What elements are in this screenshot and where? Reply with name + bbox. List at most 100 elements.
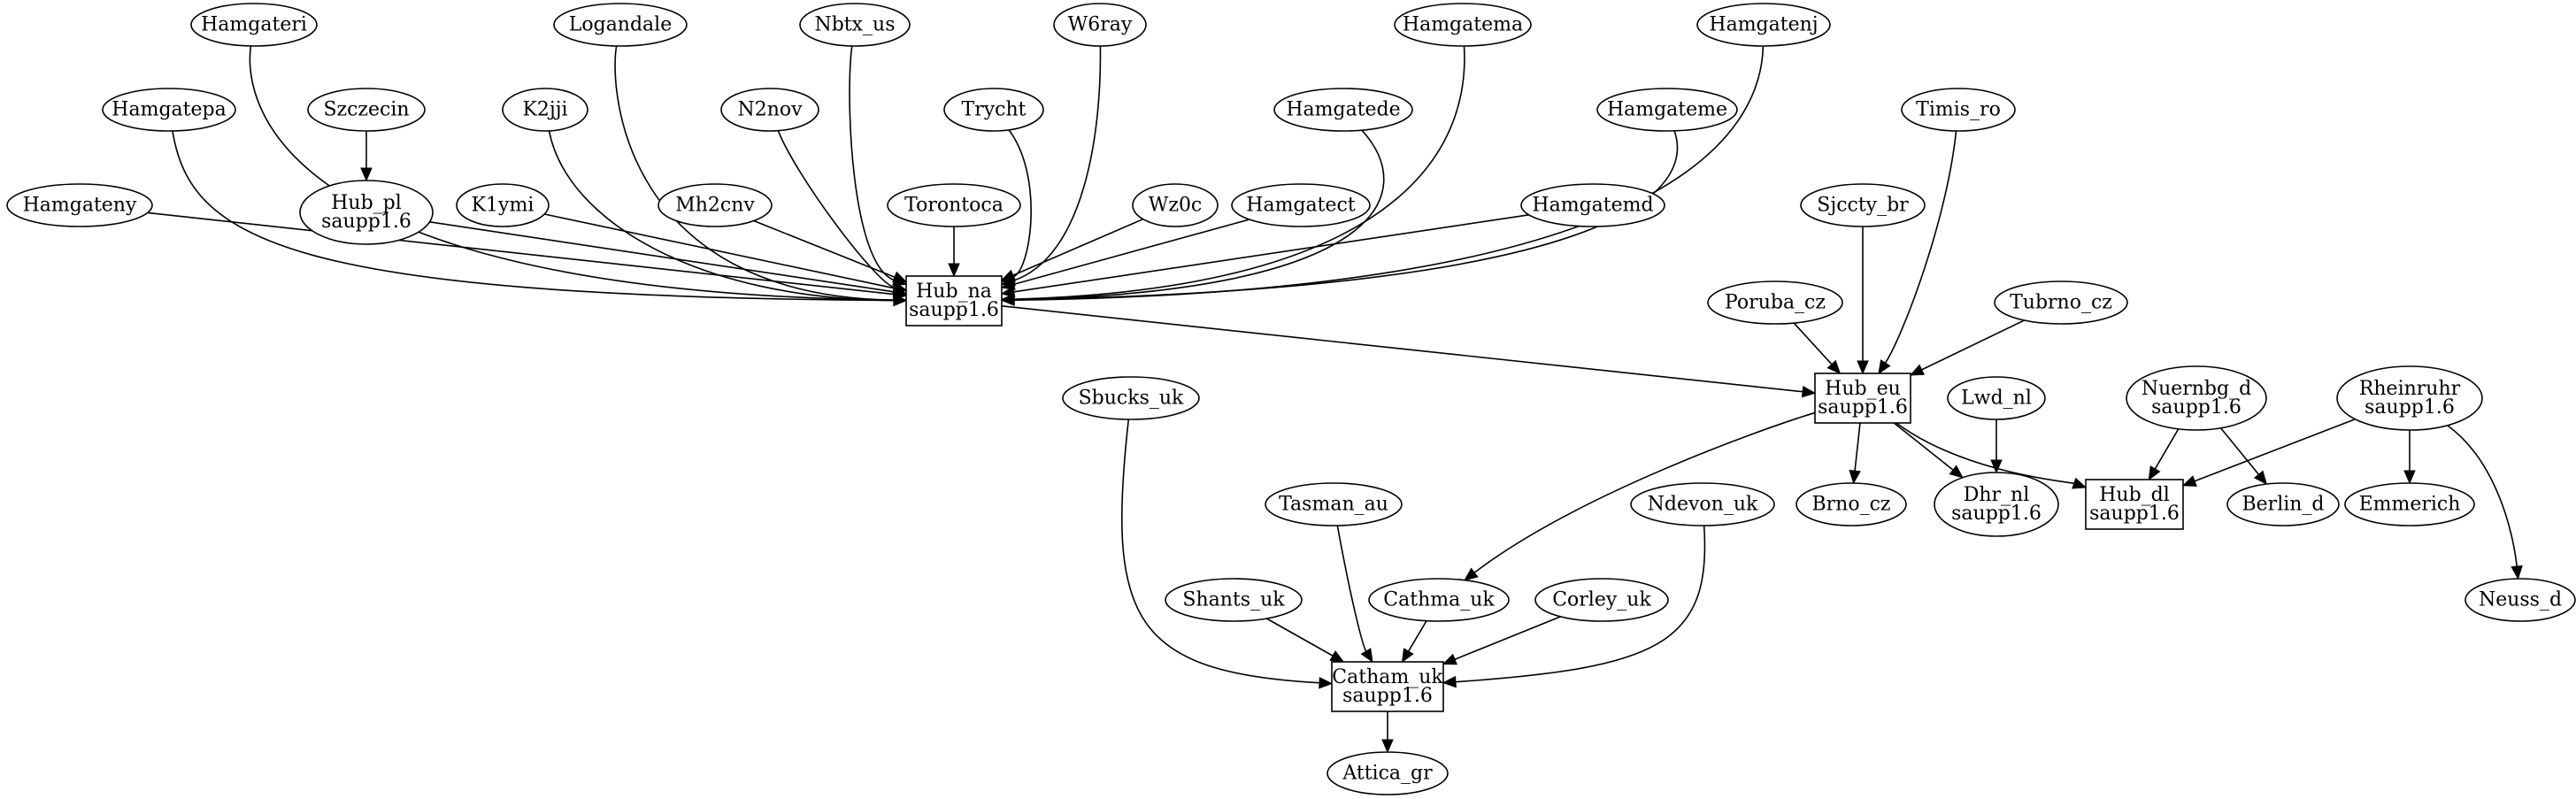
edge-line <box>849 45 896 281</box>
node-trycht: Trycht <box>943 88 1044 132</box>
node-neuss_d: Neuss_d <box>2465 578 2576 622</box>
edge-hamgatect-to-hub_na <box>1000 219 1250 290</box>
node-wz0c: Wz0c <box>1132 183 1219 227</box>
node-cathma_uk: Cathma_uk <box>1368 578 1510 622</box>
node-hamgatede: Hamgatede <box>1273 88 1413 132</box>
node-ellipse <box>1901 88 2016 132</box>
node-szczecin: Szczecin <box>307 88 426 132</box>
node-attica_gr: Attica_gr <box>1326 751 1449 795</box>
edge-line <box>1013 45 1465 300</box>
edge-rheinruhr-to-neuss_d <box>2447 425 2523 580</box>
edge-line <box>1120 419 1320 684</box>
node-hamgateme: Hamgateme <box>1596 88 1738 132</box>
arrowhead-icon <box>1401 648 1414 664</box>
edge-line <box>1884 130 1957 364</box>
arrowhead-icon <box>1826 359 1842 374</box>
node-label: Attica_gr <box>1342 763 1433 785</box>
node-ellipse <box>190 3 318 47</box>
node-ellipse <box>1994 280 2128 325</box>
edge-torontoca-to-hub_na <box>948 227 960 278</box>
edge-line <box>753 219 896 278</box>
edge-line <box>777 130 895 288</box>
node-hamgateny: Hamgateny <box>6 183 153 227</box>
edge-layer <box>147 45 2523 754</box>
node-hamgateri: Hamgateri <box>190 3 318 47</box>
node-timis_ro: Timis_ro <box>1901 88 2016 132</box>
node-label: Hub_pl <box>331 192 402 214</box>
arrowhead-icon <box>1990 459 2003 474</box>
arrowhead-icon <box>1000 286 1016 298</box>
node-label: saupp1.6 <box>2365 396 2455 419</box>
edge-cathma_uk-to-catham_uk <box>1401 620 1427 664</box>
edge-hub_eu-to-cathma_uk <box>1464 411 1816 581</box>
node-ellipse <box>1062 376 1200 420</box>
edge-rheinruhr-to-emmerich <box>2403 430 2416 485</box>
node-box <box>1331 661 1444 712</box>
edge-tubrno_cz-to-hub_eu <box>1909 319 2025 376</box>
node-ndevon_uk: Ndevon_uk <box>1630 482 1775 526</box>
node-label: Timis_ro <box>1916 99 2001 121</box>
node-ellipse <box>2226 482 2340 526</box>
node-label: Ndevon_uk <box>1648 494 1758 516</box>
arrowhead-icon <box>1000 278 1016 290</box>
arrowhead-icon <box>1801 385 1817 398</box>
node-ellipse <box>1273 88 1413 132</box>
node-n2nov: N2nov <box>720 88 819 132</box>
node-label: saupp1.6 <box>2151 396 2242 419</box>
arrowhead-icon <box>360 167 373 182</box>
edge-line <box>548 130 895 302</box>
edge-timis_ro-to-hub_eu <box>1878 130 1957 375</box>
node-ellipse <box>553 3 688 47</box>
node-ellipse <box>1796 482 1907 526</box>
node-label: Poruba_cz <box>1725 292 1826 314</box>
node-label: Hamgatemd <box>1532 195 1653 217</box>
node-label: Hamgatect <box>1246 195 1356 217</box>
node-ellipse <box>2465 578 2576 622</box>
arrowhead-icon <box>1464 567 1479 581</box>
node-label: Hub_eu <box>1825 378 1901 400</box>
edge-catham_uk-to-attica_gr <box>1381 711 1394 754</box>
node-ellipse <box>456 183 550 227</box>
edge-line <box>1408 620 1427 652</box>
node-ellipse <box>1165 578 1303 622</box>
edge-line <box>1454 616 1561 660</box>
arrowhead-icon <box>1857 360 1869 375</box>
node-label: Torontoca <box>904 195 1003 217</box>
arrowhead-icon <box>1909 364 1925 376</box>
edge-nbtx_us-to-hub_na <box>849 45 908 287</box>
edge-w6ray-to-hub_na <box>1000 45 1102 287</box>
node-sbucks_uk: Sbucks_uk <box>1062 376 1200 420</box>
node-ellipse <box>943 88 1044 132</box>
edge-line <box>1793 322 1833 365</box>
node-label: Emmerich <box>2359 494 2461 516</box>
node-label: Neuss_d <box>2479 589 2562 611</box>
node-ellipse <box>1053 3 1147 47</box>
edge-line <box>147 211 895 296</box>
arrowhead-icon <box>1442 675 1457 688</box>
node-label: saupp1.6 <box>321 211 411 233</box>
node-label: Sjccty_br <box>1817 195 1909 217</box>
edge-line <box>1008 129 1032 278</box>
arrowhead-icon <box>2253 470 2268 486</box>
edge-hamgatenj-to-hub_na <box>1000 45 1765 306</box>
arrowhead-icon <box>892 281 908 295</box>
edge-line <box>1921 319 2025 371</box>
node-label: K1ymi <box>472 195 534 217</box>
edge-mh2cnv-to-hub_na <box>753 219 908 283</box>
edge-line <box>1455 525 1706 683</box>
node-label: Brno_cz <box>1811 494 1890 516</box>
node-tasman_au: Tasman_au <box>1265 482 1403 526</box>
node-emmerich: Emmerich <box>2344 482 2475 526</box>
arrowhead-icon <box>1000 269 1016 281</box>
node-k2jji: K2jji <box>502 88 588 132</box>
node-label: Hamgatenj <box>1709 14 1818 36</box>
edge-line <box>1895 422 2075 485</box>
node-k1ymi: K1ymi <box>456 183 550 227</box>
node-label: Hamgatepa <box>111 99 226 121</box>
arrowhead-icon <box>1360 648 1373 664</box>
node-ellipse <box>299 180 434 245</box>
